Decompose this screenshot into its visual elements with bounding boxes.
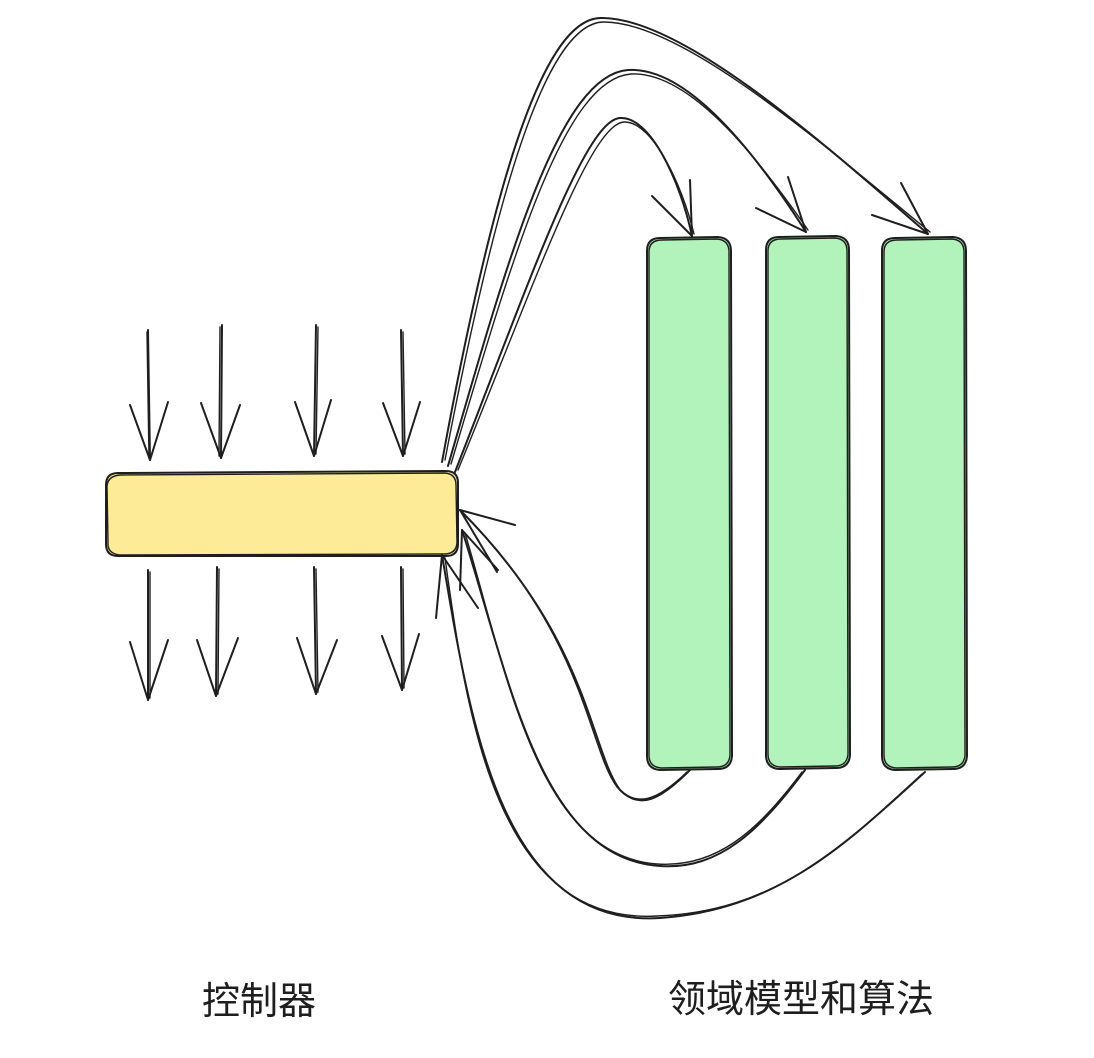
domain-label: 领域模型和算法 [668, 977, 934, 1021]
domain-box-2 [765, 234, 852, 771]
controller-to-domain-arrows [441, 16, 931, 473]
call-arrow-1-icon [454, 116, 695, 473]
domain-to-controller-arrows [435, 509, 926, 920]
domain-box-3 [881, 235, 969, 772]
input-arrow-4-icon [382, 329, 421, 457]
input-arrow-3-icon [294, 324, 332, 457]
input-arrow-2-icon [200, 324, 241, 459]
call-arrow-2-icon [447, 68, 809, 467]
controller-label: 控制器 [202, 979, 316, 1023]
domain-box-1 [646, 235, 734, 772]
return-arrow-3-icon [435, 554, 926, 920]
output-arrow-4-icon [381, 566, 420, 691]
controller-input-arrows [129, 324, 421, 461]
input-arrow-1-icon [129, 329, 169, 461]
call-arrow-3-icon [441, 16, 931, 463]
output-arrow-1-icon [129, 569, 169, 701]
output-arrow-3-icon [296, 566, 338, 695]
return-arrow-2-icon [459, 529, 806, 868]
return-arrow-1-icon [459, 509, 691, 802]
controller-output-arrows [129, 566, 420, 701]
output-arrow-2-icon [196, 566, 239, 697]
controller-box [105, 469, 459, 557]
